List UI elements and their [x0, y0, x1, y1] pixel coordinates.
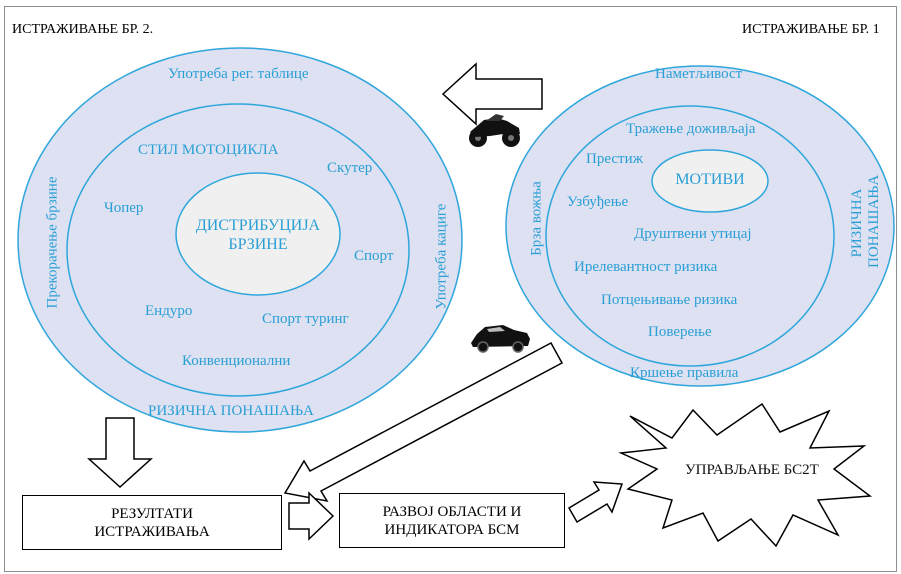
right-outer-top-label: Наметљивост	[655, 66, 743, 82]
development-line2: ИНДИКАТОРА БСМ	[384, 521, 520, 538]
right-center-label: МОТИВИ	[675, 171, 745, 188]
style-chopper: Чопер	[104, 200, 144, 216]
left-outer-right-label: Употреба кациге	[433, 203, 450, 310]
style-sport-touring: Спорт туринг	[262, 311, 349, 327]
arrow-right-middle	[288, 491, 335, 541]
motorcycle-icon	[469, 114, 520, 147]
arrow-down-left	[87, 417, 153, 489]
header-research-2: ИСТРАЖИВАЊЕ БР. 2.	[12, 22, 154, 37]
left-center-label: ДИСТРИБУЦИЈА БРЗИНЕ	[176, 216, 340, 254]
style-conventional: Конвенционални	[182, 353, 291, 369]
left-outer-bottom-label: РИЗИЧНА ПОНАШАЊА	[148, 403, 314, 419]
right-outer-right-label: РИЗИЧНА ПОНАШАЊА	[849, 174, 883, 268]
left-outer-top-label: Употреба рег. таблице	[168, 66, 309, 82]
results-line1: РЕЗУЛТАТИ	[111, 505, 193, 522]
development-box: РАЗВОЈ ОБЛАСТИ И ИНДИКАТОРА БСМ	[339, 493, 565, 548]
left-outer-left-label: Прекорачење брзине	[44, 176, 61, 309]
star-shape	[618, 402, 873, 548]
development-line1: РАЗВОЈ ОБЛАСТИ И	[382, 503, 522, 520]
left-center-line2: БРЗИНЕ	[228, 236, 288, 253]
header-research-1: ИСТРАЖИВАЊЕ БР. 1	[742, 22, 880, 37]
results-box: РЕЗУЛТАТИ ИСТРАЖИВАЊА	[22, 495, 282, 550]
right-center-ellipse	[651, 149, 769, 213]
left-center-ellipse	[175, 172, 341, 296]
right-outer-right-line2: ПОНАШАЊА	[866, 174, 882, 268]
right-outer-right-line1: РИЗИЧНА	[849, 188, 865, 258]
motive-excitement: Узбуђење	[567, 194, 629, 210]
left-inner-title: СТИЛ МОТОЦИКЛА	[138, 142, 279, 158]
arrow-to-star	[567, 481, 624, 524]
style-enduro: Ендуро	[145, 303, 193, 319]
motive-social-influence: Друштвени утицај	[634, 226, 752, 242]
diagram-frame	[4, 6, 897, 572]
arrow-left-top	[441, 62, 543, 126]
car-icon	[471, 325, 530, 353]
right-outer-bottom-label: Кршење правила	[630, 365, 739, 381]
style-sport: Спорт	[354, 248, 394, 264]
left-center-line1: ДИСТРИБУЦИЈА	[195, 217, 321, 234]
motive-risk-underestimation: Потцењивање ризика	[601, 292, 738, 308]
star-label: УПРАВЉАЊЕ БС2Т	[685, 462, 819, 478]
motive-risk-irrelevance: Ирелевантност ризика	[574, 259, 718, 275]
motive-thrill-seeking: Тражење доживљаја	[626, 121, 756, 137]
motive-prestige: Престиж	[586, 151, 643, 167]
right-outer-left-label: Брза вожња	[528, 181, 545, 256]
arrow-diagonal	[283, 341, 564, 503]
style-scooter: Скутер	[327, 160, 373, 176]
results-line2: ИСТРАЖИВАЊА	[94, 523, 210, 540]
motive-trust: Поверење	[648, 324, 712, 340]
